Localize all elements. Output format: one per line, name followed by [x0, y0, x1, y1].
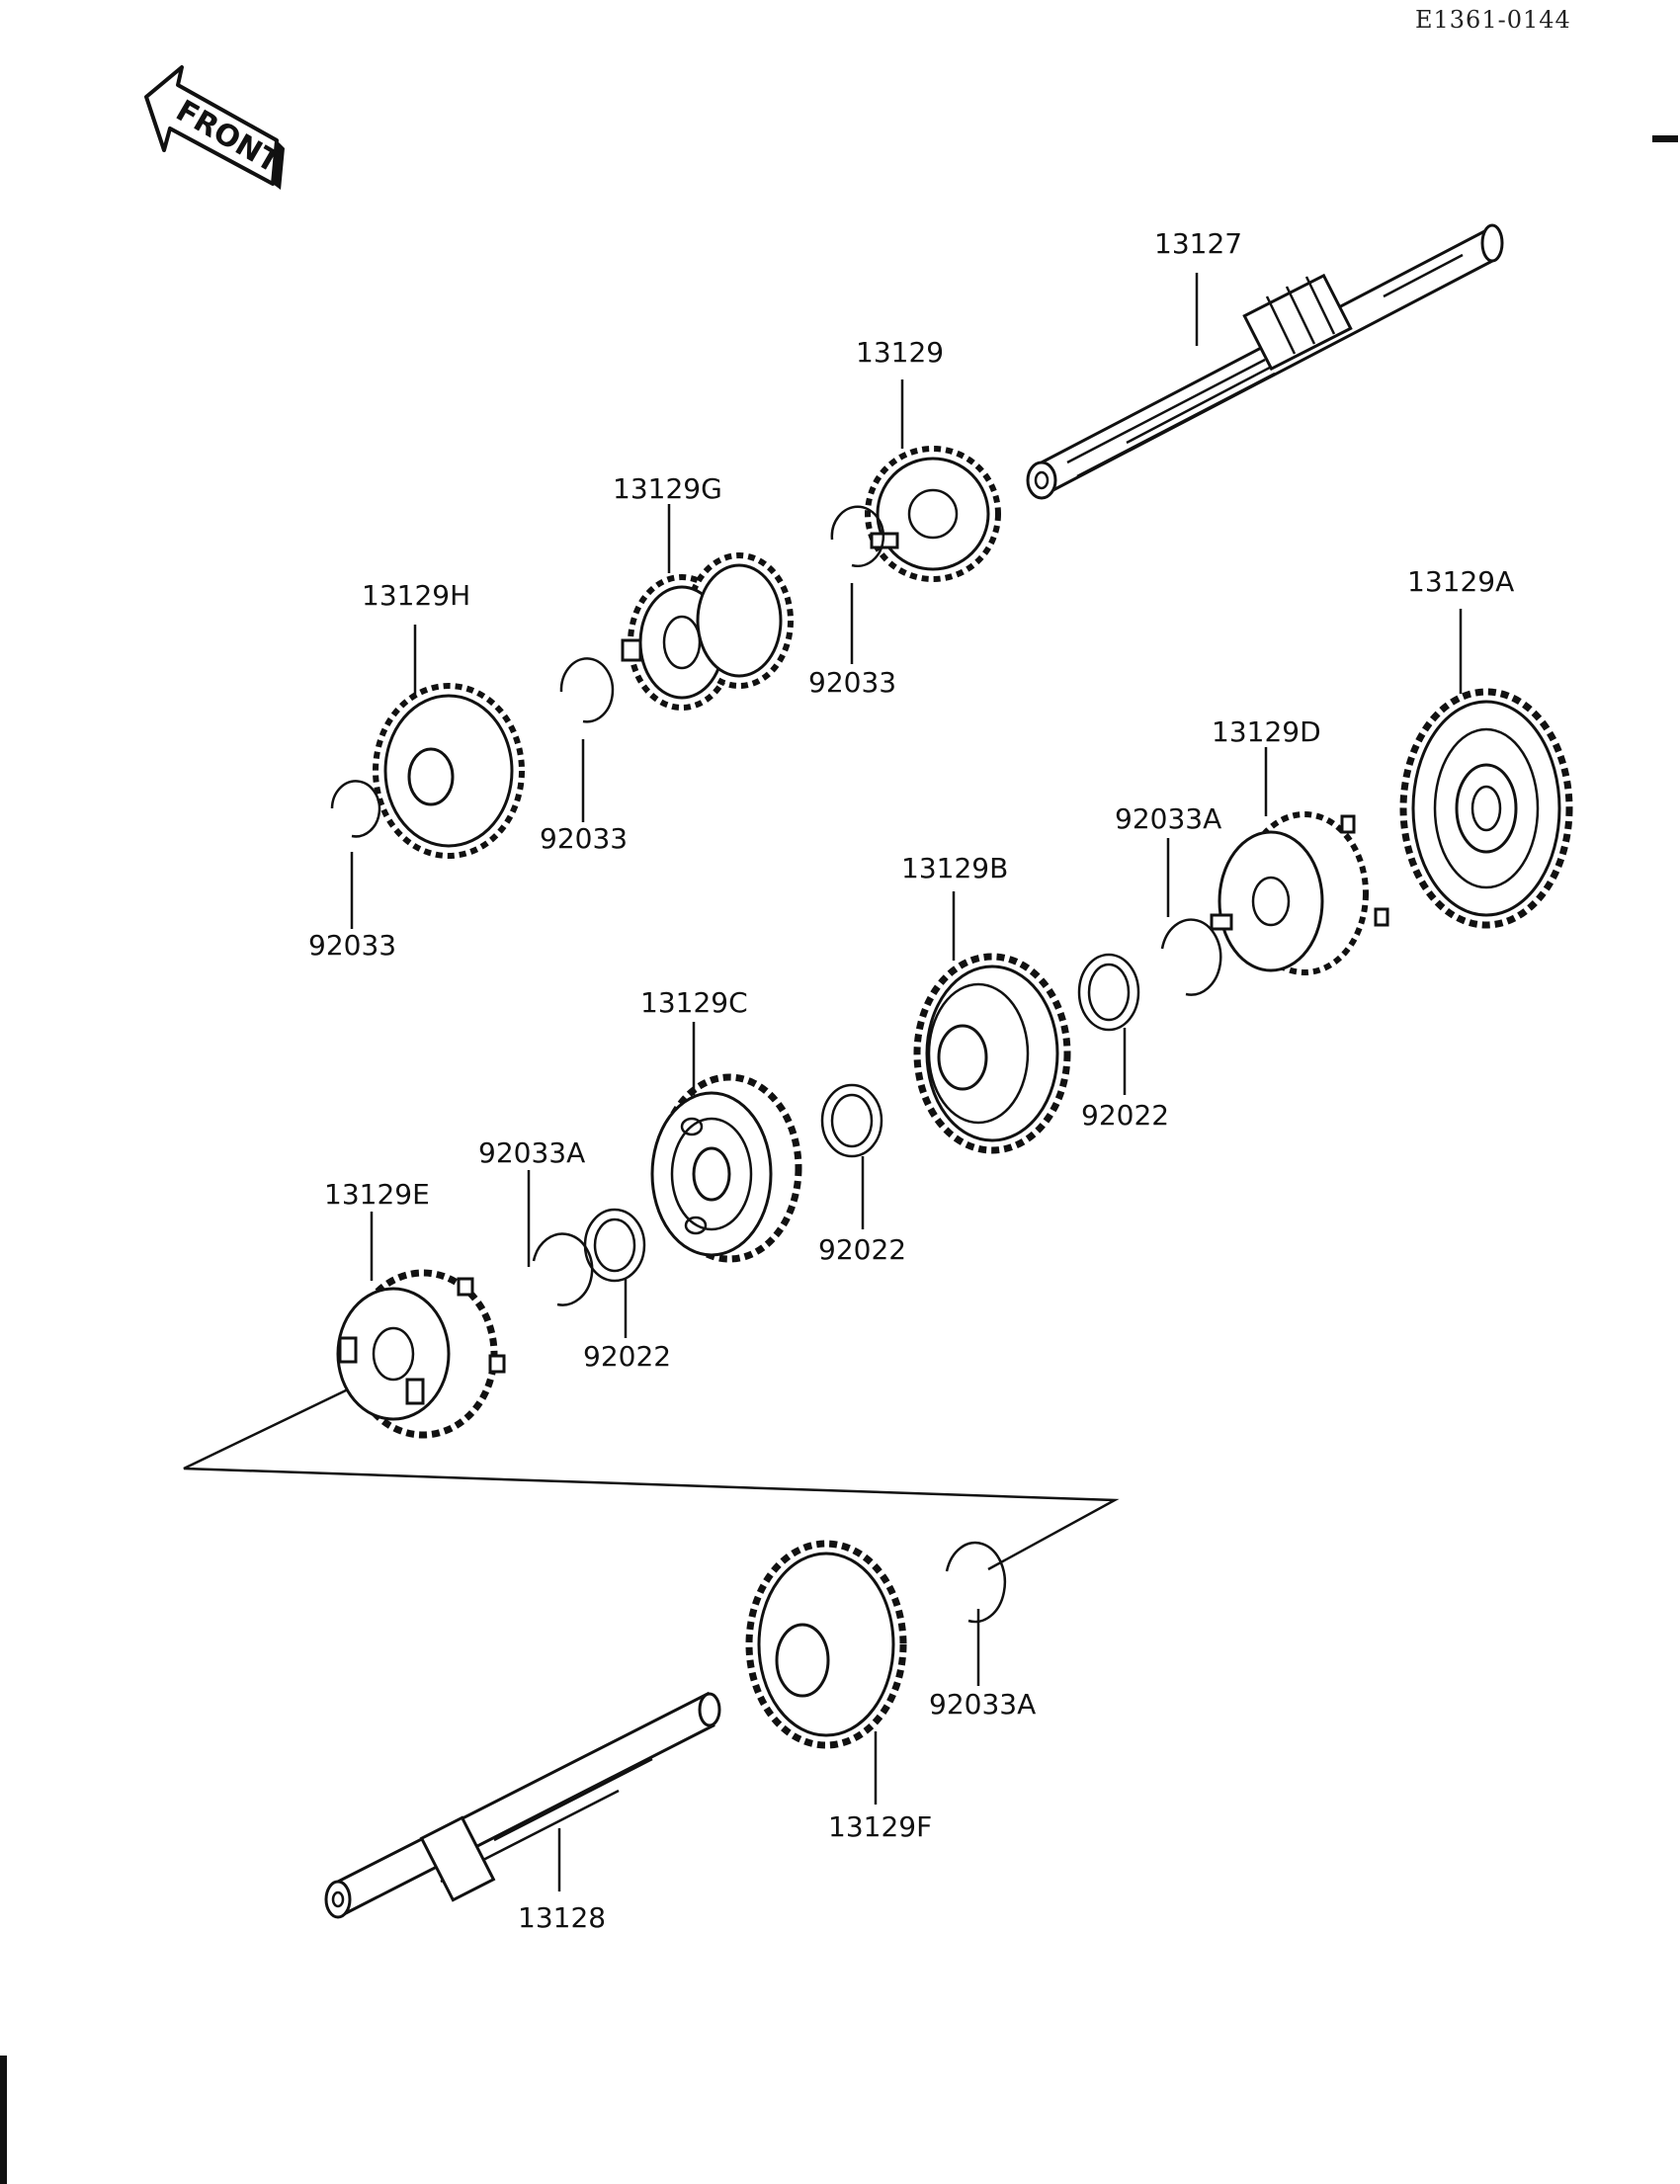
- label-13129B: 13129B: [901, 852, 1008, 884]
- circlip-92033-top: [830, 505, 885, 567]
- gear-13129G: [621, 552, 794, 711]
- edge-mark-left: [0, 2056, 7, 2184]
- gear-13129: [865, 446, 1001, 582]
- label-13127: 13127: [1154, 227, 1242, 260]
- label-92033A-right: 92033A: [1115, 802, 1221, 835]
- circlip-92033A-bottom: [945, 1541, 1007, 1624]
- washer-92022-center: [820, 1083, 883, 1158]
- label-92022-right: 92022: [1081, 1099, 1169, 1132]
- label-92022-left: 92022: [583, 1340, 671, 1373]
- leader-lines: [350, 273, 1463, 1891]
- label-92033-left: 92033: [308, 929, 396, 962]
- label-13129G: 13129G: [613, 472, 722, 505]
- label-13129D: 13129D: [1212, 715, 1321, 748]
- circlip-92033A-left: [532, 1232, 594, 1306]
- shaft-axis-line: [183, 1387, 1120, 1571]
- circlip-92033-left: [330, 780, 381, 838]
- circlip-92033-mid: [559, 657, 615, 723]
- output-shaft-13127: [1026, 223, 1504, 500]
- label-92033A-bottom: 92033A: [929, 1688, 1036, 1721]
- gear-13129B: [913, 953, 1071, 1154]
- label-92033-top: 92033: [808, 666, 896, 699]
- gear-13129H: [373, 683, 525, 859]
- gear-13129F: [745, 1540, 907, 1749]
- gear-13129A: [1399, 688, 1573, 929]
- label-13129A: 13129A: [1407, 565, 1514, 598]
- label-92022-center: 92022: [818, 1233, 906, 1266]
- label-13129: 13129: [856, 336, 944, 369]
- label-13129E: 13129E: [324, 1178, 430, 1211]
- edge-mark-right: [1652, 135, 1678, 142]
- label-13129C: 13129C: [640, 986, 748, 1019]
- input-shaft-13128: [324, 1691, 721, 1919]
- front-arrow-icon: FRONT: [144, 65, 286, 190]
- gear-13129D: [1210, 811, 1389, 975]
- label-92033-mid: 92033: [540, 822, 628, 855]
- washer-92022-left: [583, 1208, 646, 1283]
- reference-code: E1361-0144: [1415, 6, 1571, 34]
- gear-13129C: [650, 1073, 802, 1263]
- label-92033A-left: 92033A: [478, 1136, 585, 1169]
- label-13128: 13128: [518, 1901, 606, 1934]
- circlip-92033A-right: [1160, 918, 1222, 996]
- label-13129H: 13129H: [362, 579, 470, 612]
- label-13129F: 13129F: [828, 1810, 932, 1843]
- washer-92022-right: [1077, 953, 1140, 1032]
- gear-13129E: [336, 1269, 506, 1439]
